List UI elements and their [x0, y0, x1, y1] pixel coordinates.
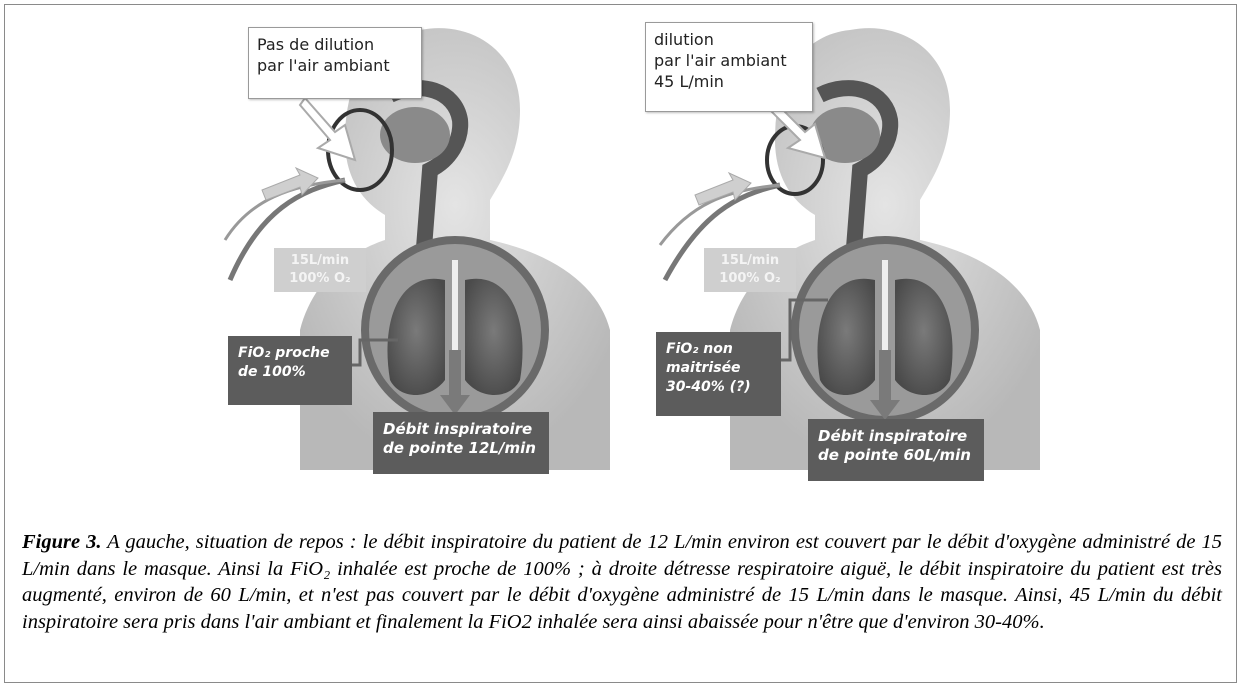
right-callout-line-3: 45 L/min	[654, 71, 804, 92]
right-callout: dilution par l'air ambiant 45 L/min	[645, 22, 813, 112]
right-fio2-line-2: maitrisée	[666, 359, 771, 378]
caption-text: A gauche, situation de repos : le débit …	[22, 531, 1222, 633]
left-callout: Pas de dilution par l'air ambiant	[248, 27, 422, 99]
left-oxygen-arrow	[262, 168, 318, 200]
right-oxygen-label: 15L/min 100% O₂	[704, 248, 796, 292]
left-fio2-line-2: de 100%	[238, 363, 342, 382]
left-flow-label: Débit inspiratoire de pointe 12L/min	[373, 412, 549, 474]
right-oxygen-flow: 15L/min	[710, 252, 790, 270]
left-callout-line-1: Pas de dilution	[257, 34, 413, 55]
left-fio2-label: FiO₂ proche de 100%	[228, 336, 352, 405]
left-callout-line-2: par l'air ambiant	[257, 55, 413, 76]
left-fio2-line-1: FiO₂ proche	[238, 344, 342, 363]
left-flow-line-1: Débit inspiratoire	[383, 420, 539, 439]
figure-caption: Figure 3. A gauche, situation de repos :…	[22, 529, 1222, 635]
figure-number: Figure 3.	[22, 531, 102, 553]
right-fio2-line-1: FiO₂ non	[666, 340, 771, 359]
left-flow-line-2: de pointe 12L/min	[383, 439, 539, 458]
anatomy-illustration	[0, 0, 1245, 520]
left-oxygen-label: 15L/min 100% O₂	[274, 248, 366, 292]
right-flow-label: Débit inspiratoire de pointe 60L/min	[808, 419, 984, 481]
right-callout-line-2: par l'air ambiant	[654, 50, 804, 71]
right-fio2-label: FiO₂ non maitrisée 30-40% (?)	[656, 332, 781, 416]
left-oxygen-percent: 100% O₂	[280, 270, 360, 288]
right-oxygen-percent: 100% O₂	[710, 270, 790, 288]
left-oxygen-flow: 15L/min	[280, 252, 360, 270]
right-fio2-line-3: 30-40% (?)	[666, 378, 771, 397]
right-callout-line-1: dilution	[654, 29, 804, 50]
right-flow-line-1: Débit inspiratoire	[818, 427, 974, 446]
right-flow-line-2: de pointe 60L/min	[818, 446, 974, 465]
left-dilution-arrow	[300, 98, 355, 160]
